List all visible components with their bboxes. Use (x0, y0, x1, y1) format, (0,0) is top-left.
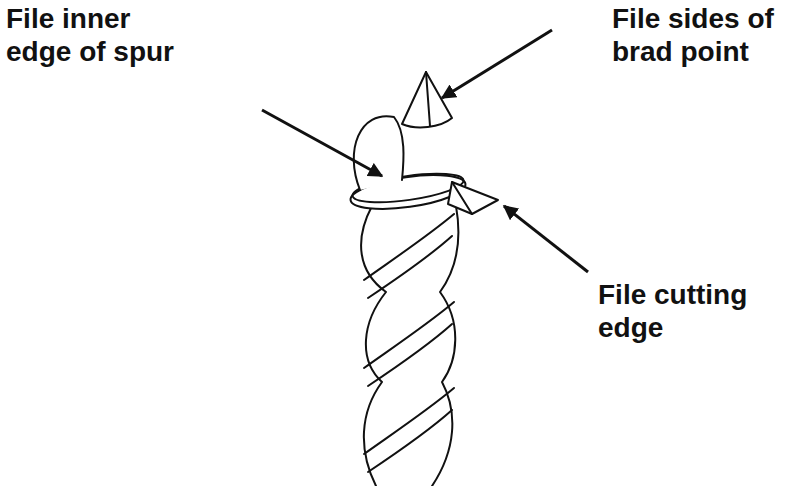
leader-arrow (442, 30, 552, 98)
spiral-flute (368, 236, 452, 298)
label-holder: File inner edge of spur (6, 2, 178, 68)
shank-right-edge (432, 206, 458, 486)
label-holder: File sides of brad point (612, 2, 777, 68)
cutting-lip-edge (452, 182, 472, 214)
brad-point (402, 72, 452, 127)
leader-arrow (504, 206, 588, 272)
callout-label: File sides of brad point (612, 2, 777, 68)
cutting-lip (448, 182, 498, 214)
label-holder: File cutting edge (598, 278, 751, 344)
callout-label: File cutting edge (598, 278, 751, 344)
spiral-flute (368, 410, 452, 472)
spur (354, 116, 404, 190)
shank-left-edge (361, 206, 386, 486)
leader-arrow (262, 110, 382, 176)
brad-point-ridge (426, 72, 430, 126)
callout-label: File inner edge of spur (6, 2, 178, 68)
spiral-flutes (364, 214, 454, 472)
spiral-flute (368, 324, 452, 386)
